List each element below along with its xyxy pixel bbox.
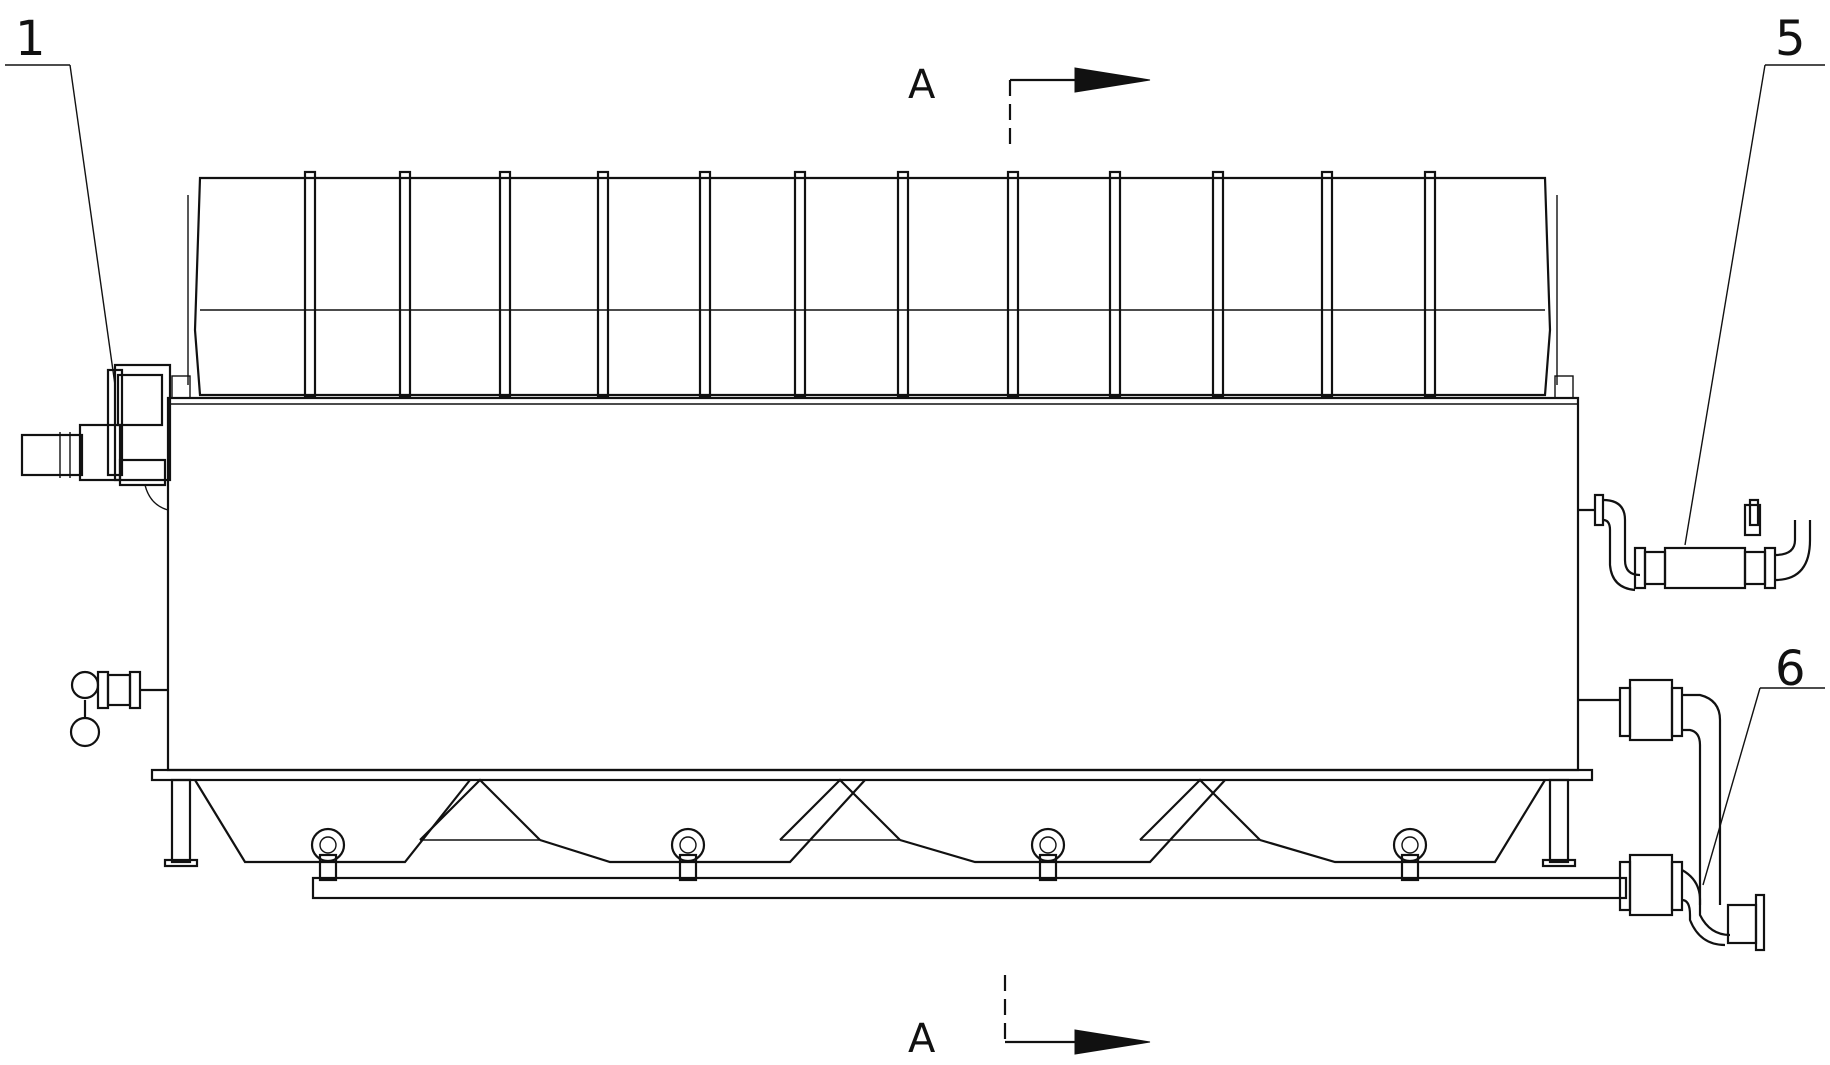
outlet-pipe-5: [1578, 493, 1812, 592]
filter-drum: [187, 170, 1558, 399]
drum-ring-1: [303, 170, 317, 399]
drum-ring-3: [498, 170, 512, 399]
section-label-top: A: [908, 62, 936, 108]
base-flange: [150, 768, 1594, 782]
drum-ring-11: [1320, 170, 1334, 399]
drum-ring-6: [793, 170, 807, 399]
callout-5: 5: [1684, 11, 1825, 546]
inlet-valve-left: [69, 670, 168, 748]
drain-valve-3: [1030, 827, 1066, 882]
tank-body: [166, 396, 1580, 772]
drain-valve-1: [310, 827, 346, 882]
callout-label-1: 1: [15, 11, 46, 67]
section-arrow-top-head: [1074, 67, 1151, 93]
hopper-bottom: [194, 778, 1546, 864]
drum-ring-5: [698, 170, 712, 399]
drive-motor: [20, 363, 172, 511]
drum-ring-10: [1211, 170, 1225, 399]
callout-label-5: 5: [1775, 11, 1806, 67]
drain-header-pipe: [311, 876, 1628, 900]
support-legs: [163, 778, 1577, 868]
drain-valve-2: [670, 827, 706, 882]
callout-1: 1: [5, 11, 116, 386]
drum-rings: [303, 170, 1437, 399]
drum-ring-7: [896, 170, 910, 399]
section-label-bottom: A: [908, 1016, 936, 1062]
drum-ring-8: [1006, 170, 1020, 399]
section-arrow-bottom-head: [1074, 1029, 1151, 1055]
overflow-pipe-6: [1578, 678, 1766, 952]
drum-ring-2: [398, 170, 412, 399]
drain-valves: [310, 827, 1428, 882]
drum-ring-4: [596, 170, 610, 399]
callout-6: 6: [1702, 641, 1825, 886]
drum-ring-9: [1108, 170, 1122, 399]
section-mark-bottom: A: [908, 975, 1151, 1062]
drain-valve-4: [1392, 827, 1428, 882]
drum-ring-12: [1423, 170, 1437, 399]
section-mark-top: A: [908, 62, 1151, 150]
